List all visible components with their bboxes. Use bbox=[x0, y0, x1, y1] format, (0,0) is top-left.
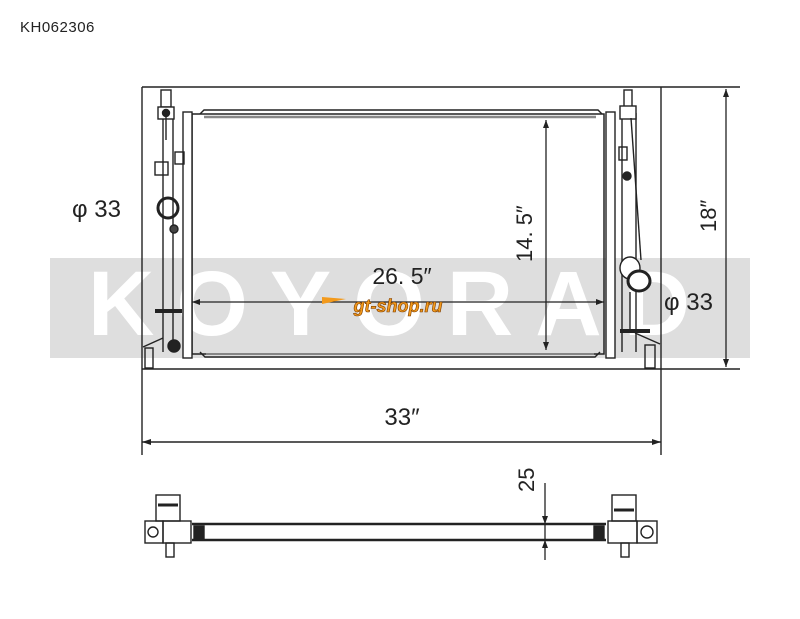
outlet-diameter-label: φ 33 bbox=[664, 289, 713, 316]
svg-text:18″: 18″ bbox=[696, 200, 721, 232]
svg-text:gt-shop.ru: gt-shop.ru bbox=[353, 296, 443, 316]
part-number: KH062306 bbox=[20, 19, 95, 36]
right-tank bbox=[605, 89, 661, 369]
top-view bbox=[144, 494, 658, 558]
dimension-overall-height: 18″ bbox=[696, 89, 729, 367]
shop-logo: gt-shop.ru bbox=[322, 296, 443, 316]
svg-text:33″: 33″ bbox=[384, 404, 420, 431]
left-tank bbox=[142, 89, 193, 369]
svg-text:26. 5″: 26. 5″ bbox=[372, 263, 431, 289]
overall-frame bbox=[141, 86, 740, 455]
svg-text:25: 25 bbox=[514, 468, 539, 492]
dimension-core-width: 26. 5″ bbox=[192, 263, 604, 305]
dimension-core-thickness: 25 bbox=[514, 468, 548, 560]
dimension-overall-width: 33″ bbox=[142, 404, 661, 445]
dimension-core-height: 14. 5″ bbox=[512, 120, 549, 350]
svg-text:14. 5″: 14. 5″ bbox=[512, 205, 537, 262]
inlet-diameter-label: φ 33 bbox=[72, 196, 121, 223]
